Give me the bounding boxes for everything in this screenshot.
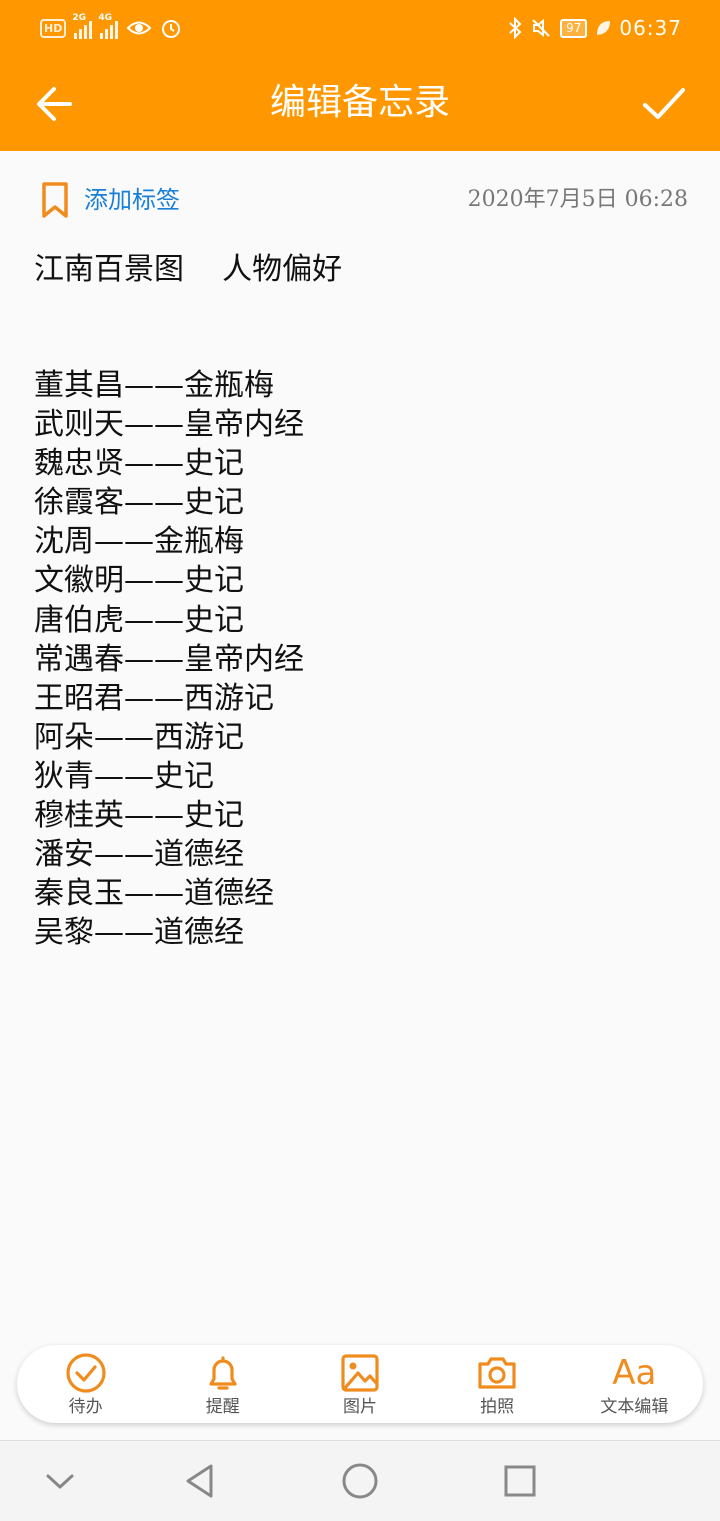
note-line: 狄青——史记 — [34, 758, 214, 794]
camera-button[interactable]: 拍照 — [433, 1351, 561, 1417]
note-line: 阿朵——西游记 — [34, 719, 244, 755]
status-time: 06:37 — [619, 16, 682, 40]
todo-button[interactable]: 待办 — [22, 1351, 150, 1417]
note-title[interactable]: 江南百景图 人物偏好 — [34, 252, 343, 287]
text-edit-button[interactable]: Aa 文本编辑 — [570, 1351, 698, 1417]
check-circle-icon — [65, 1353, 106, 1393]
page-title: 编辑备忘录 — [269, 82, 450, 123]
todo-label: 待办 — [68, 1397, 103, 1417]
network-type-label: 2G — [72, 13, 86, 23]
note-line: 徐霞客——史记 — [34, 485, 244, 521]
alarm-icon — [162, 20, 181, 38]
bookmark-icon[interactable] — [40, 181, 70, 219]
reminder-button[interactable]: 提醒 — [159, 1351, 287, 1417]
check-icon[interactable] — [638, 78, 690, 130]
status-right: 97 06:37 — [508, 14, 682, 42]
note-line: 文徽明——史记 — [34, 563, 244, 599]
note-line: 武则天——皇帝内经 — [34, 407, 304, 443]
edit-toolbar: 待办 提醒 图片 拍照 Aa 文本编辑 — [17, 1345, 703, 1423]
add-tag-button[interactable]: 添加标签 — [84, 186, 180, 214]
app-header: HD 2G 4G — [0, 0, 720, 151]
note-line: 吴黎——道德经 — [34, 915, 244, 951]
note-line: 董其昌——金瓶梅 — [34, 368, 274, 403]
recents-square-icon[interactable] — [498, 1459, 542, 1503]
note-line: 秦良玉——道德经 — [34, 876, 274, 912]
bell-icon — [209, 1356, 237, 1390]
eye-icon — [126, 21, 152, 35]
note-body[interactable]: 董其昌——金瓶梅 武则天——皇帝内经 魏忠贤——史记 徐霞客——史记 沈周——金… — [34, 366, 304, 952]
note-line: 潘安——道德经 — [34, 837, 244, 873]
camera-label: 拍照 — [480, 1397, 515, 1417]
note-line: 沈周——金瓶梅 — [34, 524, 244, 560]
signal-icon: 2G — [72, 13, 93, 39]
leaf-icon — [597, 21, 611, 35]
battery-icon: 97 — [560, 18, 588, 38]
chevron-down-icon[interactable] — [38, 1459, 82, 1503]
back-triangle-icon[interactable] — [178, 1459, 222, 1503]
note-line: 王昭君——西游记 — [34, 680, 274, 716]
image-icon — [341, 1354, 379, 1392]
arrow-left-icon[interactable] — [30, 78, 82, 130]
system-nav-bar — [0, 1440, 720, 1521]
bluetooth-icon — [509, 17, 522, 39]
note-line: 唐伯虎——史记 — [34, 602, 244, 638]
camera-icon — [478, 1357, 516, 1389]
note-line: 穆桂英——史记 — [34, 798, 244, 834]
image-button[interactable]: 图片 — [296, 1351, 424, 1417]
image-label: 图片 — [342, 1397, 377, 1417]
note-line: 常遇春——皇帝内经 — [34, 641, 304, 677]
home-circle-icon[interactable] — [338, 1459, 382, 1503]
note-timestamp: 2020年7月5日 06:28 — [467, 187, 688, 212]
note-line: 魏忠贤——史记 — [34, 446, 244, 482]
reminder-label: 提醒 — [205, 1397, 240, 1417]
text-edit-label: 文本编辑 — [600, 1397, 669, 1417]
network-type-label: 4G — [98, 13, 112, 23]
text-format-icon: Aa — [612, 1353, 657, 1393]
hd-badge: HD — [40, 18, 67, 38]
mute-icon — [532, 18, 550, 38]
signal-icon: 4G — [98, 13, 119, 39]
status-bar: HD 2G 4G — [0, 0, 720, 56]
status-left: HD 2G 4G — [40, 13, 182, 42]
